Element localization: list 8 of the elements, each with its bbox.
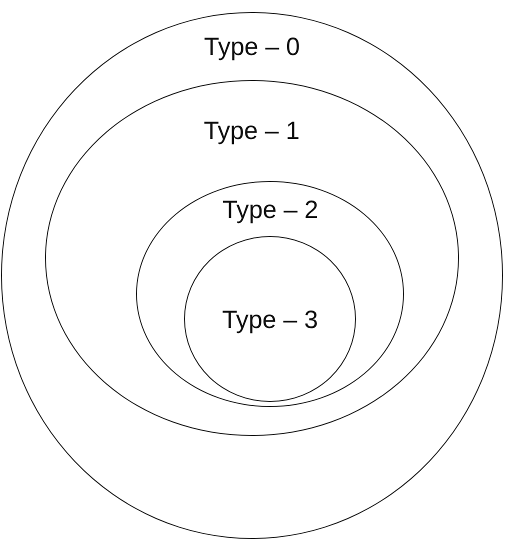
ellipse-region bbox=[1, 12, 503, 539]
ellipse-region bbox=[44, 80, 459, 436]
region-label: Type – 1 bbox=[204, 116, 300, 145]
region-label: Type – 2 bbox=[222, 196, 318, 224]
region-label: Type – 3 bbox=[222, 306, 318, 334]
ellipse-region bbox=[136, 181, 404, 408]
ellipse-region bbox=[184, 236, 356, 402]
region-label: Type – 0 bbox=[204, 33, 300, 61]
